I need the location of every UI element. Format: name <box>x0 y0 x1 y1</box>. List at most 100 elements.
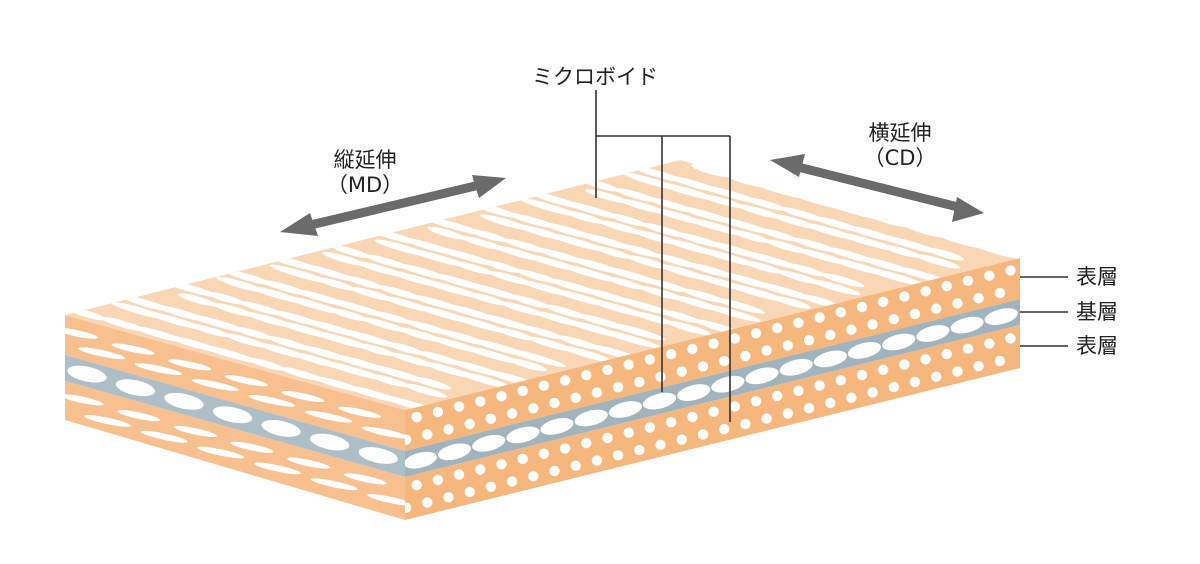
top-microvoid <box>100 316 146 332</box>
right-base-microvoid <box>574 409 608 427</box>
right-upper-microvoid <box>772 322 783 334</box>
right-upper-microvoid <box>973 293 984 304</box>
right-lower-microvoid <box>708 406 719 417</box>
right-lower-microvoid <box>856 369 868 381</box>
right-lower-microvoid <box>528 471 539 482</box>
right-upper-microvoid <box>846 324 857 335</box>
right-upper-microvoid <box>506 408 518 419</box>
right-upper-microvoid <box>803 335 815 346</box>
top-microvoid <box>427 226 466 240</box>
top-microvoid <box>835 231 897 251</box>
right-lower-microvoid <box>761 413 772 424</box>
top-microvoid <box>523 326 563 339</box>
right-upper-microvoid <box>835 307 846 318</box>
right-upper-microvoid <box>570 392 581 403</box>
top-microvoid <box>800 294 839 308</box>
right-base-microvoid <box>847 342 882 359</box>
right-upper-microvoid <box>814 312 825 323</box>
top-microvoid <box>810 279 861 296</box>
top-microvoid <box>191 324 230 338</box>
left-base-microvoid <box>358 447 398 464</box>
top-microvoid <box>641 222 686 238</box>
top-microvoid <box>482 260 522 274</box>
right-upper-microvoid <box>581 370 592 381</box>
top-microvoid <box>787 263 826 277</box>
microvoid-label: ミクロボイド <box>532 65 658 89</box>
top-microvoid <box>772 295 811 309</box>
right-lower-microvoid <box>496 459 507 470</box>
right-upper-microvoid <box>994 287 1006 299</box>
right-upper-microvoid <box>655 371 666 382</box>
right-upper-microvoid <box>856 301 868 313</box>
left-lower-microvoid <box>367 494 405 506</box>
left-base-microvoid <box>261 419 301 437</box>
right-upper-microvoid <box>867 319 878 330</box>
top-microvoid <box>558 263 621 283</box>
right-lower-microvoid <box>920 354 931 365</box>
top-microvoid <box>460 235 505 251</box>
top-microvoid <box>882 244 922 258</box>
top-microvoid <box>752 281 815 301</box>
top-face <box>65 160 1020 410</box>
right-lower-microvoid <box>411 479 422 491</box>
top-microvoid <box>746 197 786 211</box>
right-base-microvoid <box>711 375 745 393</box>
top-microvoid <box>322 361 385 381</box>
right-lower-microvoid <box>634 444 645 456</box>
right-upper-microvoid <box>432 406 444 418</box>
top-microvoid <box>337 328 400 348</box>
right-lower-microvoid <box>665 417 677 428</box>
top-microvoid <box>724 282 787 302</box>
top-microvoid <box>508 358 548 372</box>
right-base-microvoid <box>813 350 847 368</box>
right-lower-microvoid <box>581 438 592 449</box>
right-base-microvoid <box>540 418 574 435</box>
right-upper-microvoid <box>453 401 465 412</box>
right-lower-microvoid <box>432 474 444 486</box>
layer-label-bottom-surface: 表層 <box>1076 334 1118 358</box>
md-arrow <box>280 175 506 236</box>
top-microvoid <box>500 301 546 317</box>
top-microvoid <box>586 298 649 318</box>
layer-label-top-surface: 表層 <box>1076 265 1118 289</box>
right-upper-microvoid <box>644 354 656 365</box>
right-lower-microvoid <box>559 443 571 454</box>
top-microvoid <box>764 239 809 254</box>
top-microvoid <box>456 371 512 389</box>
top-microvoid <box>418 351 463 366</box>
right-lower-microvoid <box>835 375 846 386</box>
cd-subtitle: （CD） <box>863 146 937 170</box>
top-microvoid <box>614 297 677 317</box>
top-microvoid <box>777 270 822 285</box>
top-microvoid <box>362 317 407 332</box>
right-upper-microvoid <box>517 385 528 397</box>
top-microvoid <box>364 254 409 269</box>
right-lower-microvoid <box>867 387 878 398</box>
right-upper-microvoid <box>793 317 804 328</box>
right-lower-microvoid <box>782 408 793 419</box>
top-microvoid <box>704 304 761 322</box>
top-microvoid <box>608 213 647 227</box>
right-base-microvoid <box>779 358 813 376</box>
right-base-microvoid <box>950 316 984 334</box>
top-microvoid <box>601 266 664 286</box>
top-microvoid <box>561 346 612 362</box>
top-microvoid <box>226 270 271 285</box>
right-upper-microvoid <box>422 429 433 440</box>
right-upper-microvoid <box>687 343 698 355</box>
top-microvoid <box>502 238 548 253</box>
top-microvoid <box>556 335 601 350</box>
left-upper-microvoid <box>135 363 182 375</box>
right-lower-microvoid <box>909 376 921 388</box>
right-lower-microvoid <box>888 382 899 393</box>
top-microvoid <box>510 295 550 309</box>
right-upper-microvoid <box>888 314 899 325</box>
right-lower-microvoid <box>422 497 433 508</box>
left-lower-microvoid <box>254 462 301 475</box>
right-upper-microvoid <box>962 275 974 286</box>
right-upper-microvoid <box>984 270 995 281</box>
top-microvoid <box>681 288 727 303</box>
top-microvoid <box>528 336 573 352</box>
md-subtitle: （MD） <box>326 173 404 197</box>
